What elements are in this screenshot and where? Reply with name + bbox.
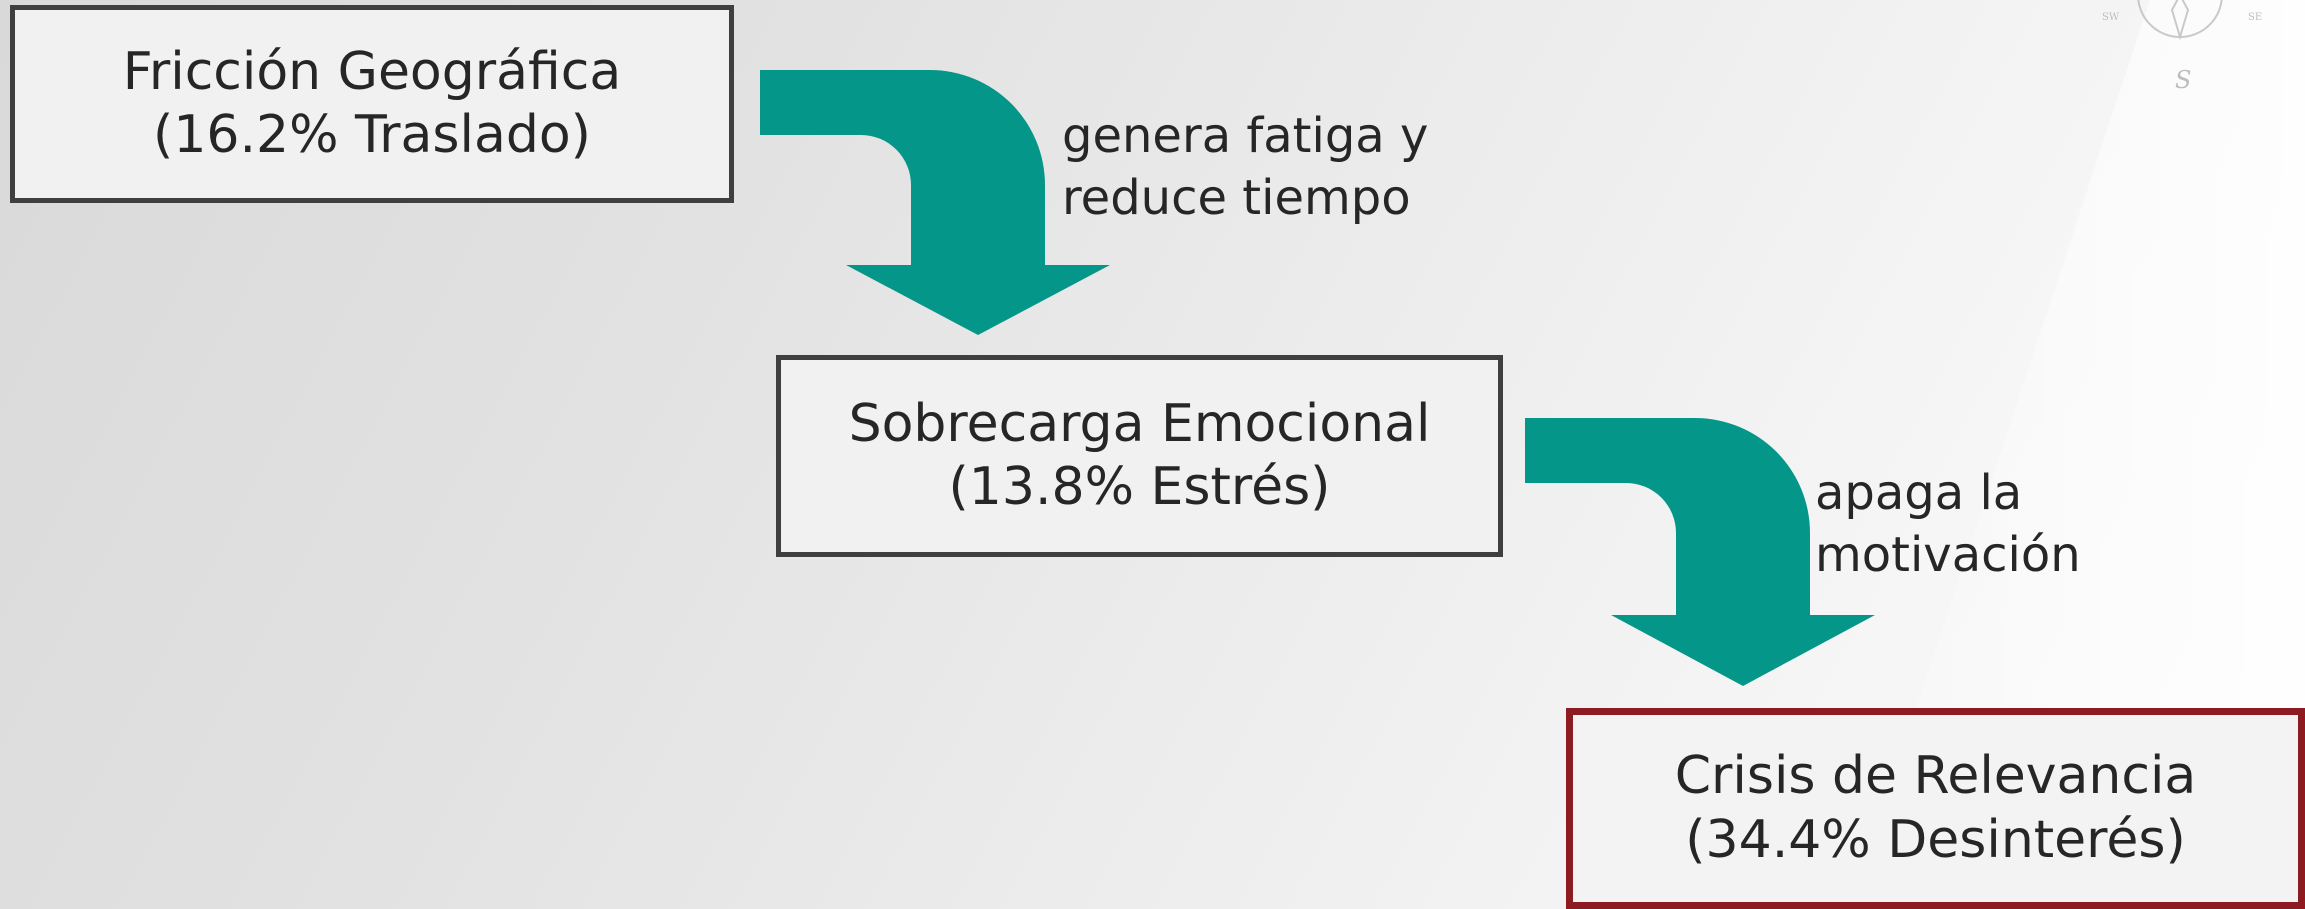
arrow-label-line: reduce tiempo <box>1062 170 1411 227</box>
curved-arrow-down-1 <box>760 70 1110 335</box>
box-stat: (34.4% Desinterés) <box>1685 809 2186 870</box>
arrow-label-line: apaga la <box>1815 465 2023 521</box>
box-crisis-relevancia: Crisis de Relevancia (34.4% Desinterés) <box>1566 708 2305 909</box>
svg-text:SE: SE <box>2248 12 2262 23</box>
curved-arrow-down-2 <box>1525 418 1875 686</box>
arrow-label-line: genera fatiga y <box>1062 108 1429 164</box>
arrow-label-motivacion: apaga la motivación <box>1815 462 2081 587</box>
box-title: Fricción Geográfica <box>122 41 622 102</box>
box-friccion-geografica: Fricción Geográfica (16.2% Traslado) <box>10 5 734 203</box>
compass-logo: SW SE S <box>2080 0 2280 95</box>
box-stat: (13.8% Estrés) <box>948 457 1331 517</box>
box-title: Sobrecarga Emocional <box>848 393 1431 454</box>
box-sobrecarga-emocional: Sobrecarga Emocional (13.8% Estrés) <box>776 355 1503 557</box>
compass-letter: S <box>2175 66 2191 94</box>
arrow-label-fatiga: genera fatiga y reduce tiempo <box>1062 105 1428 230</box>
svg-text:SW: SW <box>2102 12 2120 23</box>
box-stat: (16.2% Traslado) <box>153 105 591 165</box>
arrow-label-line: motivación <box>1815 527 2081 584</box>
box-title: Crisis de Relevancia <box>1674 746 2197 807</box>
compass-icon: SW SE S <box>2102 0 2262 94</box>
